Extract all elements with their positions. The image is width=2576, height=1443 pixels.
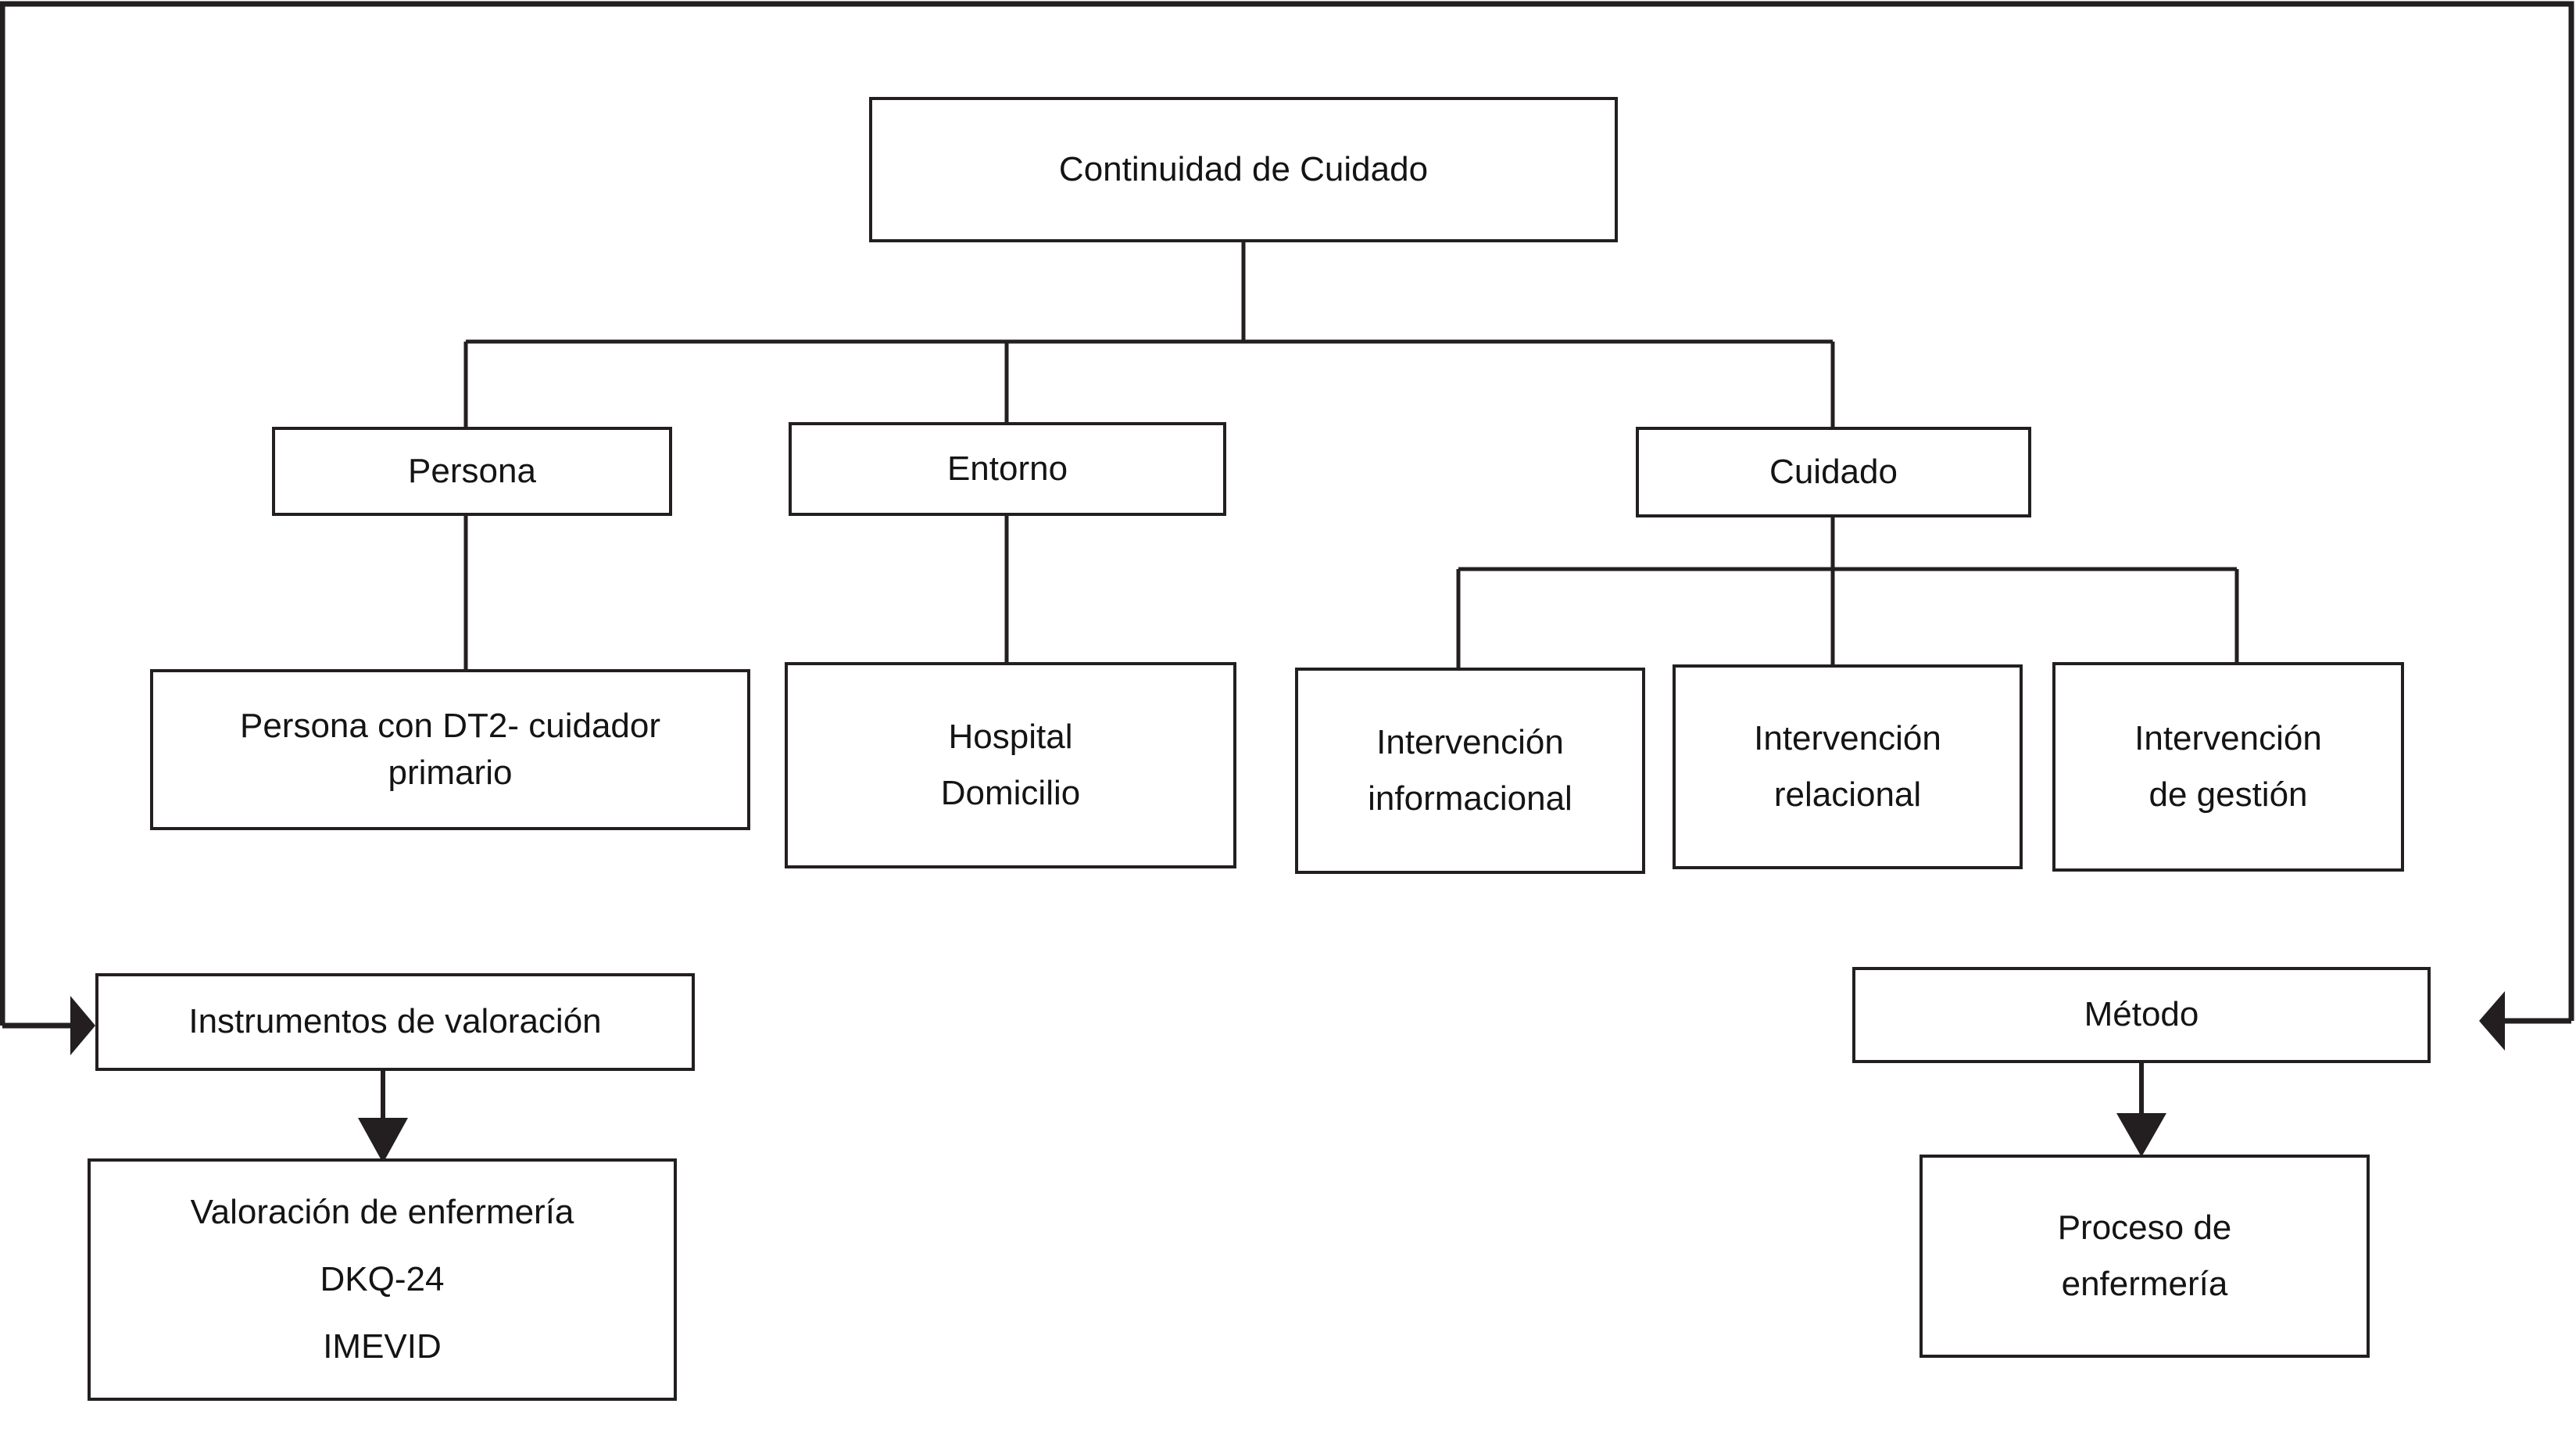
node-label-line-2: Domicilio bbox=[940, 774, 1081, 812]
arrow-into-instrumentos bbox=[70, 996, 95, 1055]
node-metodo[interactable]: Método bbox=[1852, 967, 2431, 1063]
node-label-line-2: informacional bbox=[1368, 779, 1572, 818]
arrowhead-metodo-detail bbox=[2116, 1113, 2166, 1157]
node-label-line-1: Hospital bbox=[948, 717, 1073, 756]
node-label: Cuidado bbox=[1769, 452, 1898, 491]
node-valoracion-detalle[interactable]: Valoración de enfermería DKQ-24 IMEVID bbox=[88, 1158, 677, 1401]
node-intervencion-relacional[interactable]: Intervención relacional bbox=[1673, 664, 2023, 869]
node-intervencion-de-gestion[interactable]: Intervención de gestión bbox=[2052, 662, 2404, 872]
node-intervencion-informacional[interactable]: Intervención informacional bbox=[1295, 668, 1645, 874]
node-persona[interactable]: Persona bbox=[272, 427, 672, 516]
node-label-line-2: DKQ-24 bbox=[320, 1259, 445, 1298]
node-label-line-3: IMEVID bbox=[323, 1327, 442, 1366]
node-label-line-1: Persona con DT2- cuidador bbox=[239, 706, 661, 745]
node-label: Método bbox=[2084, 995, 2199, 1034]
node-label: Continuidad de Cuidado bbox=[1058, 149, 1429, 188]
node-label: Entorno bbox=[946, 449, 1068, 488]
node-label-line-2: de gestión bbox=[2148, 775, 2308, 814]
node-persona-con-dt2[interactable]: Persona con DT2- cuidador primario bbox=[150, 669, 750, 830]
node-instrumentos-de-valoracion[interactable]: Instrumentos de valoración bbox=[95, 973, 695, 1071]
node-label-line-1: Intervención bbox=[2134, 718, 2322, 757]
node-cuidado[interactable]: Cuidado bbox=[1636, 427, 2031, 517]
node-label-line-2: primario bbox=[388, 754, 513, 792]
arrowhead-instrumentos-detail bbox=[358, 1118, 408, 1163]
node-label: Instrumentos de valoración bbox=[188, 1002, 602, 1041]
node-label-line-1: Intervención bbox=[1754, 718, 1941, 757]
node-proceso-de-enfermeria[interactable]: Proceso de enfermería bbox=[1919, 1155, 2370, 1358]
node-label-line-1: Valoración de enfermería bbox=[190, 1192, 574, 1231]
node-hospital-domicilio[interactable]: Hospital Domicilio bbox=[785, 662, 1236, 868]
node-continuidad-de-cuidado[interactable]: Continuidad de Cuidado bbox=[869, 97, 1618, 242]
node-label-line-1: Intervención bbox=[1376, 722, 1564, 761]
node-label: Persona bbox=[408, 451, 536, 490]
arrow-into-metodo bbox=[2479, 991, 2505, 1051]
node-label-line-2: enfermería bbox=[2061, 1265, 2228, 1303]
node-entorno[interactable]: Entorno bbox=[789, 422, 1226, 516]
node-label-line-1: Proceso de bbox=[2057, 1208, 2232, 1247]
node-label-line-2: relacional bbox=[1773, 775, 1922, 814]
